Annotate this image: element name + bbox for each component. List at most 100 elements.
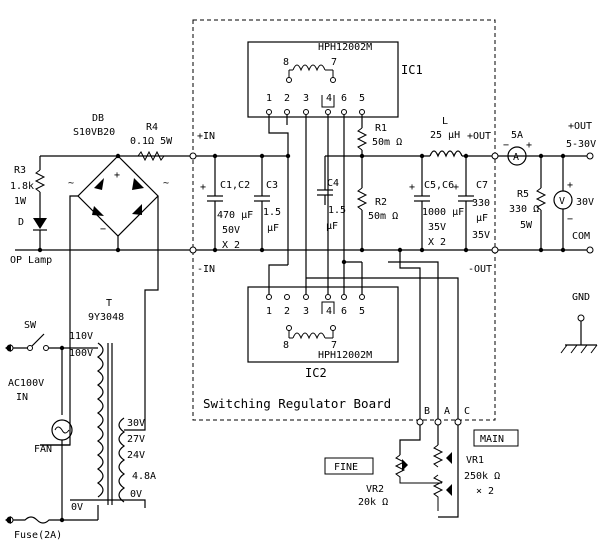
board-out-minus: -OUT	[468, 264, 492, 275]
fine-box	[324, 457, 374, 475]
voltmeter-minus: −	[567, 214, 573, 225]
r1-value: 50m Ω	[372, 137, 402, 148]
ic1-label: IC1	[401, 63, 423, 77]
c7-value: 330	[472, 198, 490, 209]
r2-value: 50m Ω	[368, 211, 398, 222]
c56-plus1: +	[409, 182, 415, 193]
tap-110v: 110V	[69, 331, 93, 342]
c56-plus2: +	[453, 182, 459, 193]
ic1-pin-5: 5	[359, 93, 365, 104]
tap-4-8a: 4.8A	[132, 471, 156, 482]
voltmeter-symbol: V	[559, 196, 565, 207]
c56-voltage: 35V	[428, 222, 446, 233]
vr2-ref: VR2	[366, 484, 384, 495]
c7-unit: μF	[476, 213, 488, 224]
tap-0v-primary: 0V	[71, 502, 83, 513]
ic2-part: HPH12002M	[318, 350, 372, 361]
r3-ref: R3	[14, 165, 26, 176]
ic1-pin-1: 1	[266, 93, 272, 104]
vr1-pot-a	[432, 444, 444, 468]
main-box	[473, 429, 519, 447]
ammeter-rating: 5A	[511, 130, 523, 141]
c56-ref: C5,C6	[424, 180, 454, 191]
ammeter-symbol: A	[513, 152, 519, 163]
ic2-outline	[247, 286, 399, 363]
transformer: T 9Y3048 110V 100V 0V 30V 27V 24V 4.8A 0…	[69, 298, 156, 513]
transformer-secondary	[118, 417, 126, 503]
vr2-pot	[394, 454, 442, 484]
ic1-pin-3: 3	[303, 93, 309, 104]
c4-value: 1.5	[328, 205, 346, 216]
tap-27v: 27V	[127, 434, 145, 445]
mains-label-1: AC100V	[8, 378, 44, 389]
c12-value: 470 μF	[217, 210, 253, 221]
r3-value: 1.8k	[10, 181, 34, 192]
lamp-ref: D	[18, 217, 24, 228]
vr1-count: × 2	[476, 486, 494, 497]
ic2-pin-8: 8	[283, 340, 289, 351]
r1-resistor	[356, 127, 368, 151]
regulator-board-outline	[192, 19, 496, 421]
ic2-pin-3: 3	[303, 306, 309, 317]
c12-count: X 2	[222, 240, 240, 251]
bridge-part: S10VB20	[73, 127, 115, 138]
output-range: 5-30V	[566, 139, 596, 150]
ic1-pin-4: 4	[326, 93, 332, 104]
tap-100v: 100V	[69, 348, 93, 359]
r5-value: 330 Ω	[509, 204, 539, 215]
r3-resistor	[34, 169, 46, 193]
ic1-outline	[247, 41, 399, 118]
r5-power: 5W	[520, 220, 533, 231]
ammeter-minus: −	[503, 140, 509, 151]
ic1-pin-2: 2	[284, 93, 290, 104]
vr1-value: 250k Ω	[464, 471, 500, 482]
ic2-label: IC2	[305, 366, 327, 380]
input-plus-label: +IN	[197, 131, 215, 142]
ic2: 1 2 3 4 6 5 8 7 HPH12002M IC2	[247, 286, 399, 380]
ic2-pin-5: 5	[359, 306, 365, 317]
lamp-label: OP Lamp	[10, 255, 52, 266]
r5-ref: R5	[517, 189, 529, 200]
fuse-label: Fuse(2A)	[14, 530, 62, 541]
switch-label: SW	[24, 320, 37, 331]
fine-label: FINE	[334, 462, 358, 473]
transformer-part: 9Y3048	[88, 312, 124, 323]
c4-unit: μF	[326, 221, 338, 232]
board-label: Switching Regulator Board	[203, 396, 391, 411]
ammeter-plus: +	[526, 140, 532, 151]
c7-ref: C7	[476, 180, 488, 191]
c3-value: 1.5	[263, 207, 281, 218]
control-a: A	[444, 406, 450, 417]
tap-24v: 24V	[127, 450, 145, 461]
r2-ref: R2	[375, 197, 387, 208]
c7-voltage: 35V	[472, 230, 490, 241]
r4-value: 0.1Ω 5W	[130, 136, 173, 147]
gnd-label: GND	[572, 292, 590, 303]
ic2-coil	[292, 332, 326, 340]
input-minus-label: -IN	[197, 264, 215, 275]
vr2-value: 20k Ω	[358, 497, 388, 508]
c3-unit: μF	[267, 223, 279, 234]
c12-voltage: 50V	[222, 225, 240, 236]
bridge-ref: DB	[92, 113, 104, 124]
c12-plus: +	[200, 182, 206, 193]
output-com: COM	[572, 231, 590, 242]
voltmeter-plus: +	[567, 180, 573, 191]
ammeter	[507, 146, 527, 166]
ic1-pin-6: 6	[341, 93, 347, 104]
inductor-ref: L	[442, 116, 448, 127]
ic2-pin-6: 6	[341, 306, 347, 317]
r4-resistor	[137, 150, 165, 162]
main-label: MAIN	[480, 434, 504, 445]
bridge-plus: +	[114, 170, 120, 181]
bridge-minus: −	[100, 224, 106, 235]
c12-ref: C1,C2	[220, 180, 250, 191]
fuse	[13, 516, 98, 524]
bridge-ac-left: ~	[68, 178, 74, 189]
tap-0v-secondary: 0V	[130, 489, 142, 500]
r2-resistor	[356, 187, 368, 211]
inductor-l	[429, 150, 463, 158]
bridge-ac-right: ~	[163, 178, 169, 189]
r4-ref: R4	[146, 122, 158, 133]
